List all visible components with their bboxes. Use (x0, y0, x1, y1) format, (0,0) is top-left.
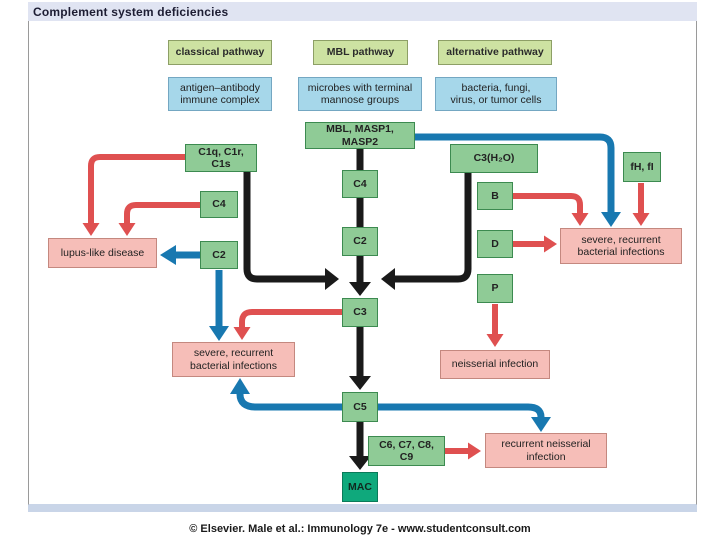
copyright-text: © Elsevier. Male et al.: Immunology 7e -… (189, 523, 531, 535)
arrow-alternative-to-c3 (381, 173, 472, 290)
node-severe-infections-left: severe, recurrent bacterial infections (172, 342, 295, 377)
node-neisserial-infection: neisserial infection (440, 350, 550, 379)
node-properdin: P (477, 274, 513, 303)
node-bacteria-fungi-virus: bacteria, fungi, virus, or tumor cells (435, 77, 557, 111)
node-mbl-pathway: MBL pathway (313, 40, 408, 65)
arrow-c2-to-severe-left (209, 270, 229, 341)
node-factor-d: D (477, 230, 513, 258)
node-mbl-masp1-masp2: MBL, MASP1, MASP2 (305, 122, 415, 149)
arrow-c5-to-mac (349, 422, 371, 470)
node-c3: C3 (342, 298, 378, 327)
arrow-fhfi-to-severe-right (632, 183, 650, 226)
arrow-c3-to-severe-left (233, 309, 342, 340)
node-mac: MAC (342, 472, 378, 502)
node-fh-fi: fH, fI (623, 152, 661, 182)
node-severe-infections-right: severe, recurrent bacterial infections (560, 228, 682, 264)
arrow-c5-to-recurrent-neisserial (378, 403, 551, 432)
node-c6-c7-c8-c9: C6, C7, C8, C9 (368, 436, 445, 466)
node-c1q-c1r-c1s: C1q, C1r, C1s (185, 144, 257, 172)
node-c2-classical: C2 (200, 241, 238, 269)
node-classical-pathway: classical pathway (168, 40, 272, 65)
node-lupus-like-disease: lupus-like disease (48, 238, 157, 268)
arrow-c4-to-lupus (118, 202, 200, 236)
arrow-classical-to-c3 (243, 172, 339, 290)
node-factor-b: B (477, 182, 513, 210)
node-alternative-pathway: alternative pathway (438, 40, 552, 65)
arrow-masp-to-severe-right (415, 133, 621, 227)
arrow-c1q-to-lupus (82, 154, 185, 236)
node-c4-classical: C4 (200, 191, 238, 218)
node-c5: C5 (342, 392, 378, 422)
arrow-c3-to-c5 (349, 327, 371, 390)
node-recurrent-neisserial-infection: recurrent neisserial infection (485, 433, 607, 468)
node-c2-mbl: C2 (342, 227, 378, 256)
arrow-c5-to-severe-left (230, 378, 342, 411)
node-c3h2o: C3(H₂O) (450, 144, 538, 173)
node-c4-mbl: C4 (342, 170, 378, 198)
arrow-d-to-severe-right (513, 235, 557, 253)
arrow-p-to-neisserial (486, 304, 504, 347)
footer: © Elsevier. Male et al.: Immunology 7e -… (0, 519, 720, 537)
panel-bottom-band (28, 505, 697, 512)
page-title: Complement system deficiencies (33, 4, 229, 19)
arrow-c6c9-to-recurrent (445, 442, 481, 460)
node-antigen-antibody-complex: antigen–antibody immune complex (168, 77, 272, 111)
node-microbes-mannose: microbes with terminal mannose groups (298, 77, 422, 111)
arrow-c2-to-lupus (160, 245, 200, 265)
arrow-b-to-severe-right (513, 193, 589, 226)
